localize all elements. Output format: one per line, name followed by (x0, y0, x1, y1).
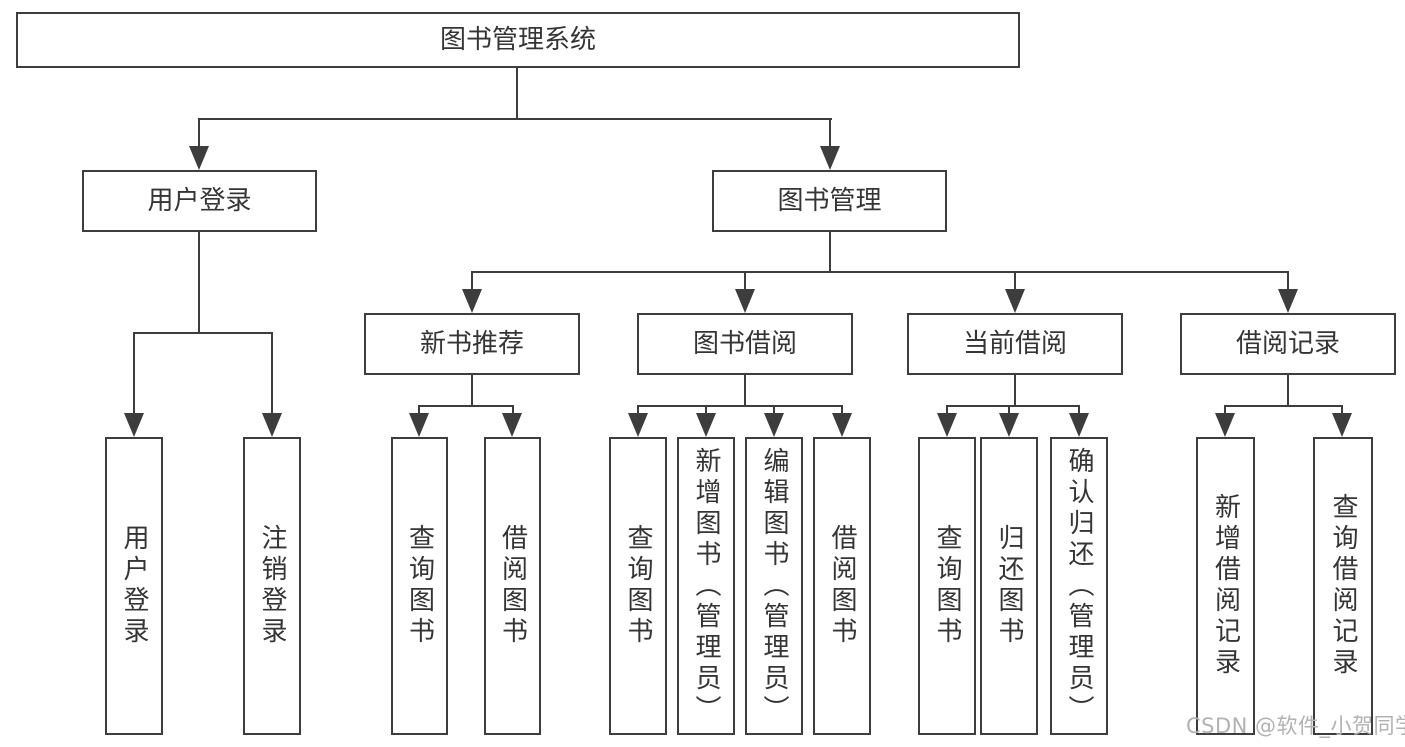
connector-hline (637, 405, 843, 407)
arrow-down-icon (735, 289, 755, 313)
node-label: 借阅图书 (827, 524, 857, 648)
leaf-user-login: 用户登录 (105, 437, 163, 735)
connector-vline (271, 332, 273, 417)
node-label: 归还图书 (994, 524, 1024, 648)
leaf-query-books-borrowing: 查询图书 (609, 437, 667, 735)
connector-vline (133, 332, 135, 417)
connector-hline (133, 332, 273, 334)
arrow-down-icon (764, 413, 784, 437)
connector-hline (946, 405, 1080, 407)
leaf-query-books-current: 查询图书 (918, 437, 976, 735)
leaf-borrow-books-borrowing: 借阅图书 (813, 437, 871, 735)
arrow-down-icon (409, 413, 429, 437)
connector-vline (1014, 375, 1016, 407)
leaf-borrow-books-newbooks: 借阅图书 (484, 437, 541, 735)
node-label: 查询图书 (404, 524, 435, 648)
leaf-confirm-return-admin: 确认归还（管理员） (1050, 437, 1108, 735)
node-current-borrowing: 当前借阅 (907, 313, 1123, 375)
connector-vline (829, 232, 831, 273)
node-label: 编辑图书（管理员） (759, 446, 789, 726)
arrow-down-icon (937, 413, 957, 437)
leaf-logout: 注销登录 (243, 437, 301, 735)
node-borrowing-records: 借阅记录 (1180, 313, 1396, 375)
connector-vline (773, 405, 775, 415)
connector-vline (744, 271, 746, 293)
connector-vline (1287, 375, 1289, 407)
connector-hline (198, 118, 832, 120)
node-label: 借阅图书 (497, 524, 528, 648)
node-label: 图书借阅 (692, 329, 797, 359)
node-label: 查询图书 (932, 524, 962, 648)
leaf-add-books-admin: 新增图书（管理员） (677, 437, 735, 735)
connector-vline (744, 375, 746, 407)
node-label: 新增借阅记录 (1210, 493, 1241, 679)
node-label: 用户登录 (147, 186, 252, 216)
connector-vline (829, 118, 831, 150)
connector-vline (946, 405, 948, 415)
leaf-edit-books-admin: 编辑图书（管理员） (745, 437, 803, 735)
arrow-down-icon (628, 413, 648, 437)
arrow-down-icon (1005, 289, 1025, 313)
leaf-query-books-newbooks: 查询图书 (391, 437, 448, 735)
arrow-down-icon (1332, 413, 1352, 437)
leaf-query-borrow-record: 查询借阅记录 (1313, 437, 1373, 735)
node-label: 图书管理系统 (439, 25, 596, 55)
arrow-down-icon (820, 146, 840, 170)
node-label: 借阅记录 (1235, 329, 1340, 359)
leaf-return-books: 归还图书 (980, 437, 1038, 735)
connector-vline (471, 375, 473, 407)
node-label: 用户登录 (119, 524, 149, 648)
connector-vline (841, 405, 843, 415)
arrow-down-icon (189, 146, 209, 170)
connector-vline (198, 232, 200, 334)
node-user-login: 用户登录 (82, 170, 317, 232)
node-label: 确认归还（管理员） (1064, 446, 1094, 726)
arrow-down-icon (696, 413, 716, 437)
node-library-management-system: 图书管理系统 (16, 12, 1020, 68)
node-book-management: 图书管理 (712, 170, 947, 232)
arrow-down-icon (1278, 289, 1298, 313)
arrow-down-icon (832, 413, 852, 437)
node-label: 图书管理 (777, 186, 882, 216)
connector-vline (1224, 405, 1226, 415)
node-label: 注销登录 (257, 524, 287, 648)
arrow-down-icon (124, 413, 144, 437)
arrow-down-icon (999, 413, 1019, 437)
connector-hline (418, 405, 514, 407)
connector-vline (637, 405, 639, 415)
arrow-down-icon (1215, 413, 1235, 437)
node-label: 当前借阅 (962, 329, 1067, 359)
connector-vline (1008, 405, 1010, 415)
node-book-borrowing: 图书借阅 (637, 313, 853, 375)
arrow-down-icon (502, 413, 522, 437)
connector-vline (1078, 405, 1080, 415)
connector-vline (512, 405, 514, 415)
connector-vline (1341, 405, 1343, 415)
connector-hline (471, 271, 1289, 273)
node-label: 新增图书（管理员） (691, 446, 721, 726)
connector-vline (705, 405, 707, 415)
connector-vline (198, 118, 200, 150)
arrow-down-icon (262, 413, 282, 437)
connector-hline (1224, 405, 1343, 407)
node-label: 查询借阅记录 (1328, 493, 1358, 679)
csdn-watermark: CSDN @软件_小贺同学 (1186, 714, 1405, 738)
connector-vline (1287, 271, 1289, 293)
leaf-add-borrow-record: 新增借阅记录 (1196, 437, 1255, 735)
arrow-down-icon (1069, 413, 1089, 437)
connector-vline (516, 68, 518, 119)
connector-vline (1014, 271, 1016, 293)
connector-vline (418, 405, 420, 415)
node-label: 查询图书 (623, 524, 653, 648)
arrow-down-icon (462, 289, 482, 313)
node-new-book-recommendation: 新书推荐 (364, 313, 580, 375)
node-label: 新书推荐 (419, 329, 524, 359)
connector-vline (471, 271, 473, 293)
